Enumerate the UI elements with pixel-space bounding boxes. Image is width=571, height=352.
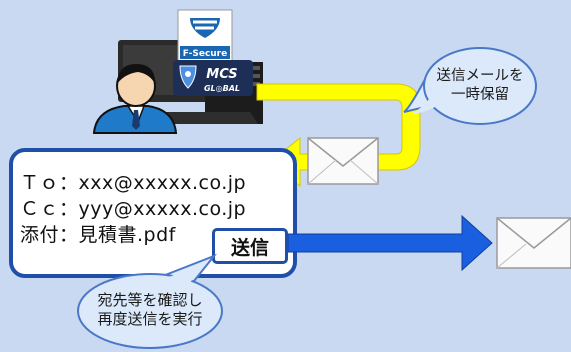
email-to-line: Ｔｏ：xxx@xxxxx.co.jp: [20, 172, 247, 194]
fsecure-logo-text: F-Secure: [183, 49, 227, 59]
hold-bubble-text: 送信メールを 一時保留: [428, 67, 532, 105]
email-cc-line: Ｃｃ：yyy@xxxxx.co.jp: [20, 198, 247, 220]
send-button[interactable]: 送信: [212, 228, 288, 264]
send-button-label: 送信: [230, 236, 269, 259]
confirm-bubble-line1: 宛先等を確認し: [97, 291, 203, 309]
confirm-bubble-text: 宛先等を確認し 再度送信を実行: [82, 291, 218, 329]
global-logo-text: GL◎BAL: [204, 84, 240, 93]
hold-bubble-line2: 一時保留: [451, 87, 509, 103]
confirm-bubble-line2: 再度送信を実行: [97, 310, 203, 328]
hold-bubble-line1: 送信メールを: [436, 68, 524, 84]
mcs-logo-text: MCS: [206, 67, 237, 82]
email-attachment-line: 添付：見積書.pdf: [20, 224, 176, 246]
